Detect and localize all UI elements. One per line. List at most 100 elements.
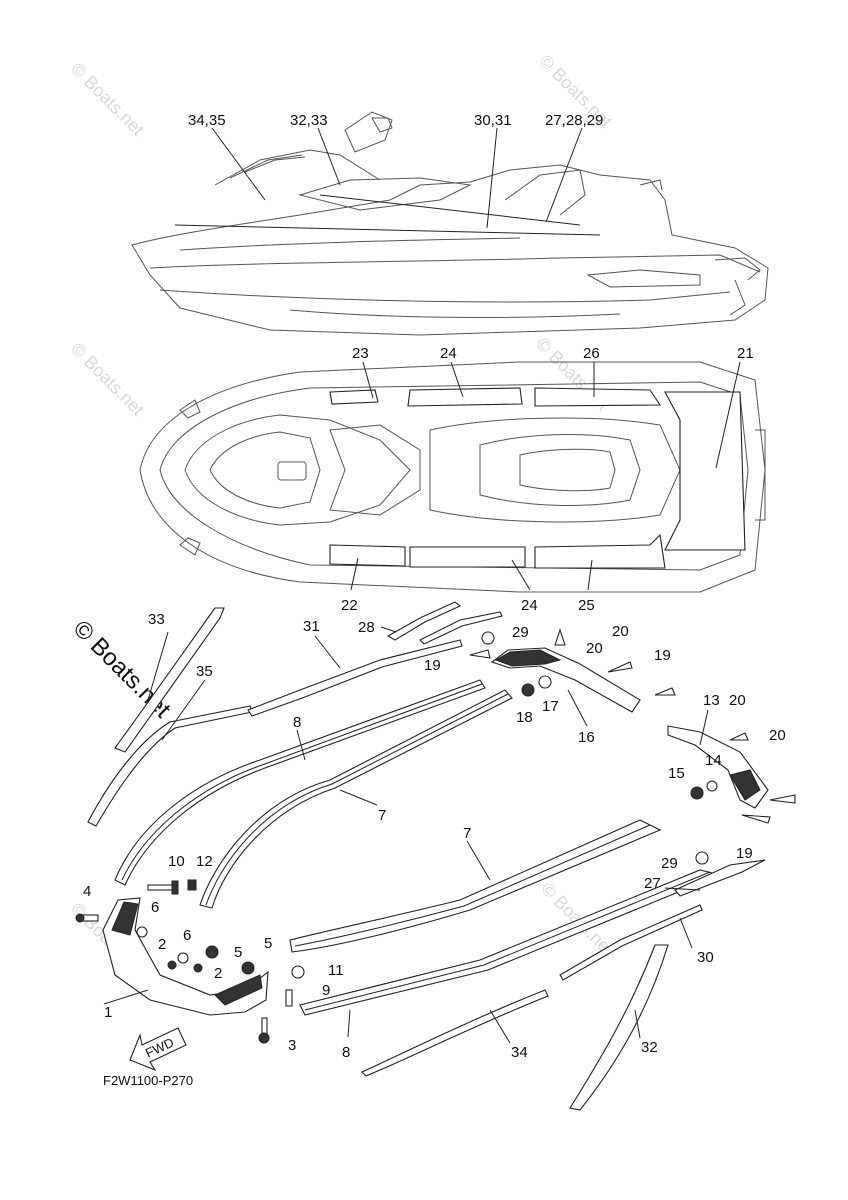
callout-29-a: 29: [512, 624, 529, 641]
mat-23: [329, 389, 379, 405]
callout-27: 27: [644, 875, 661, 892]
callout-19-a: 19: [424, 657, 441, 674]
mat-24-top: [407, 387, 523, 407]
watermark-text-large: © Boats.net: [68, 615, 176, 723]
fastener-20-rivet-d: [769, 794, 796, 804]
fastener-29-screw-b: [695, 851, 709, 865]
fastener-3-screw: [258, 1017, 270, 1044]
fastener-5-bolt-a: [205, 945, 219, 959]
callout-16: 16: [578, 729, 595, 746]
callout-labels: 34,35 32,33 30,31 27,28,29 23 24 26 21 2…: [83, 112, 786, 1061]
callout-27-28-29: 27,28,29: [545, 112, 603, 129]
exploded-parts: FWD: [75, 601, 796, 1111]
fastener-19-rivet-a: [469, 649, 491, 659]
callout-10: 10: [168, 853, 185, 870]
callout-18: 18: [516, 709, 533, 726]
top-view-hull: [139, 361, 766, 593]
callout-24-bottom: 24: [521, 597, 538, 614]
callout-11: 11: [328, 962, 344, 979]
fastener-2-washer-b: [193, 963, 203, 973]
mat-26: [534, 387, 662, 407]
mat-25: [534, 533, 666, 569]
part-34-stripe: [361, 989, 549, 1077]
fastener-4-screw: [75, 913, 99, 923]
callout-2-a: 2: [158, 936, 166, 953]
callout-14: 14: [705, 752, 722, 769]
fastener-20-rivet-c: [729, 732, 749, 741]
callout-20-b: 20: [612, 623, 629, 640]
callout-31: 31: [303, 618, 320, 635]
fastener-6-nut-a: [136, 926, 148, 938]
side-view-hull: [131, 111, 769, 336]
part-30-stripe: [559, 904, 703, 981]
callout-30: 30: [697, 949, 714, 966]
part-28-stripe: [386, 601, 462, 641]
callout-5-b: 5: [264, 935, 272, 952]
callout-20-c: 20: [729, 692, 746, 709]
callout-30-31: 30,31: [474, 112, 512, 129]
callout-7-a: 7: [378, 807, 386, 824]
watermark-text: © Boats.net: [67, 339, 148, 420]
callout-5-a: 5: [234, 944, 242, 961]
callout-22: 22: [341, 597, 358, 614]
callout-32: 32: [641, 1039, 658, 1056]
callout-24-top: 24: [440, 345, 457, 362]
part-31-stripe: [247, 639, 463, 717]
callout-26: 26: [583, 345, 600, 362]
callout-20-d: 20: [769, 727, 786, 744]
fastener-20-rivet-b: [607, 661, 633, 673]
callout-13: 13: [703, 692, 720, 709]
callout-6-b: 6: [183, 927, 191, 944]
fastener-18-nut: [521, 683, 535, 697]
callout-17: 17: [542, 698, 559, 715]
callout-9: 9: [322, 982, 330, 999]
mat-21: [664, 391, 746, 551]
callout-1: 1: [104, 1004, 112, 1021]
callout-32-33: 32,33: [290, 112, 328, 129]
callout-25: 25: [578, 597, 595, 614]
fastener-11-washer: [291, 965, 305, 979]
fastener-2-washer-a: [167, 960, 177, 970]
part-8-rail: [114, 679, 486, 886]
callout-33: 33: [148, 611, 165, 628]
mat-22: [329, 544, 406, 567]
fastener-14-15-nut: [690, 780, 718, 800]
fastener-20-rivet-a: [554, 628, 566, 646]
part-32-stripe: [569, 944, 669, 1111]
callout-8-b: 8: [342, 1044, 350, 1061]
callout-29-b: 29: [661, 855, 678, 872]
fwd-arrow: [129, 1027, 187, 1072]
callout-28: 28: [358, 619, 375, 636]
part-7-rail: [199, 689, 513, 909]
callout-21: 21: [737, 345, 754, 362]
callout-4: 4: [83, 883, 91, 900]
callout-20-a: 20: [586, 640, 603, 657]
callout-2-b: 2: [214, 965, 222, 982]
callout-34-35: 34,35: [188, 112, 226, 129]
fastener-6-nut-b: [177, 952, 189, 964]
callout-35: 35: [196, 663, 213, 680]
callout-19-c: 19: [736, 845, 753, 862]
fastener-29-screw-a: [481, 631, 495, 645]
callout-19-b: 19: [654, 647, 671, 664]
callout-12: 12: [196, 853, 213, 870]
mat-24-bottom: [409, 546, 526, 568]
diagram-code: F2W1100-P270: [103, 1073, 193, 1088]
fastener-5-bolt-b: [241, 961, 255, 975]
callout-23: 23: [352, 345, 369, 362]
callout-8-a: 8: [293, 714, 301, 731]
watermark-text: © Boats.net: [67, 59, 148, 140]
fastener-12-grommet: [187, 879, 197, 891]
part-33-stripe: [114, 607, 225, 753]
fastener-9-rivet: [285, 989, 293, 1007]
fastener-10-rivet: [147, 880, 179, 895]
part-7-lower-rail: [289, 819, 662, 953]
fastener-17-bolt: [538, 675, 552, 689]
part-27-stripe: [674, 859, 766, 897]
leader-lines: [103, 127, 741, 1044]
callout-3: 3: [288, 1037, 296, 1054]
callout-15: 15: [668, 765, 685, 782]
fastener-19-rivet-c: [741, 814, 771, 824]
fastener-19-rivet-b: [654, 687, 676, 696]
